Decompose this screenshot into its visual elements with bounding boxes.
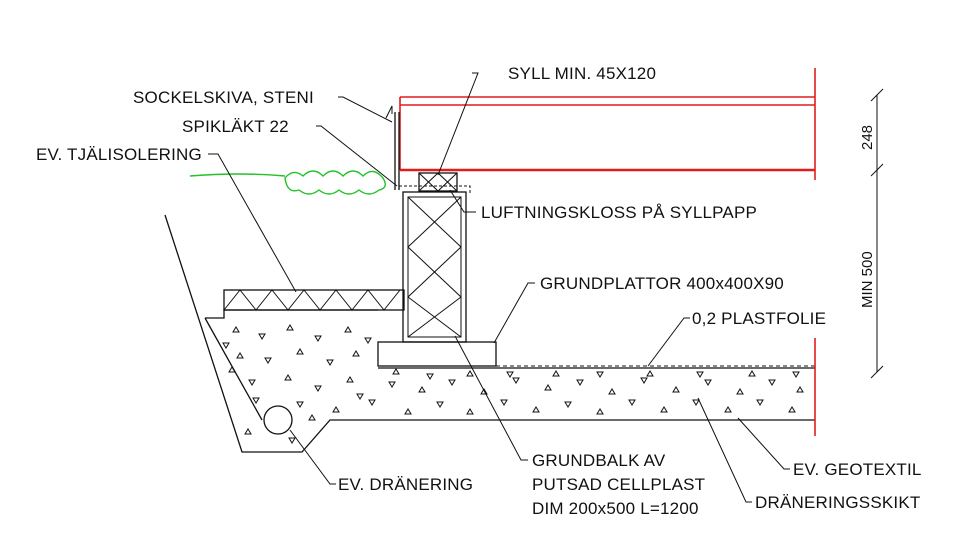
gravel-mark (228, 366, 236, 373)
floor-structure (399, 68, 816, 436)
gravel-mark (388, 381, 396, 388)
plinth-board (385, 105, 471, 193)
dimension-lower: MIN 500 (859, 251, 876, 308)
gravel-mark (308, 414, 316, 421)
gravel-mark (326, 359, 334, 366)
gravel-mark (368, 399, 376, 406)
gravel-mark (314, 335, 322, 342)
leader-lines (208, 72, 790, 503)
gravel-mark (748, 370, 756, 377)
label-sockelskiva: SOCKELSKIVA, STENI (133, 88, 314, 107)
gravel-mark (264, 357, 272, 364)
gravel-mark (544, 384, 552, 391)
gravel-mark (576, 379, 584, 386)
ventilation-block (418, 172, 458, 192)
label-geotextil: EV. GEOTEXTIL (793, 460, 922, 479)
foundation-beam (402, 191, 467, 343)
gravel-mark (236, 352, 244, 359)
gravel-mark (344, 326, 352, 333)
gravel-mark (564, 401, 572, 408)
gravel-mark (356, 393, 364, 400)
gravel-mark (252, 397, 260, 404)
gravel-mark (284, 374, 292, 381)
gravel-mark (222, 342, 230, 349)
gravel-mark (512, 377, 520, 384)
gravel-mark (392, 368, 400, 375)
gravel-mark (258, 333, 266, 340)
gravel-mark (480, 388, 488, 395)
label-luftningskloss: LUFTNINGSKLOSS PÅ SYLLPAPP (481, 203, 757, 222)
gravel-mark (660, 406, 668, 413)
gravel-mark (426, 373, 434, 380)
gravel-mark (608, 388, 616, 395)
gravel-mark (552, 370, 560, 377)
label-grundbalk-line2: PUTSAD CELLPLAST (532, 475, 705, 494)
label-grundbalk-line3: DIM 200x500 L=1200 (532, 499, 699, 518)
label-grundbalk-line1: GRUNDBALK AV (532, 451, 666, 470)
gravel-mark (788, 406, 796, 413)
gravel-mark (296, 401, 304, 408)
label-draneringsskikt: DRÄNERINGSSKIKT (755, 493, 920, 512)
gravel-mark (768, 379, 776, 386)
gravel-mark (332, 406, 340, 413)
gravel-mark (364, 337, 372, 344)
gravel-mark (646, 370, 654, 377)
gravel-mark (792, 371, 800, 378)
gravel-mark (296, 348, 304, 355)
gravel-mark (704, 379, 712, 386)
gravel-mark (448, 379, 456, 386)
gravel-mark (436, 401, 444, 408)
label-plastfolie: 0,2 PLASTFOLIE (692, 309, 826, 328)
gravel-mark (696, 371, 704, 378)
label-syll: SYLL MIN. 45X120 (508, 64, 656, 83)
label-spiklakt: SPIKLÄKT 22 (182, 117, 289, 136)
gravel-mark (796, 386, 804, 393)
label-grundplattor: GRUNDPLATTOR 400x400X90 (540, 274, 784, 293)
gravel-mark (404, 408, 412, 415)
drainage-pipe (263, 405, 293, 435)
dimension-line: 248 MIN 500 (859, 88, 884, 379)
gravel-mark (286, 324, 294, 331)
gravel-mark (506, 371, 514, 378)
drainage-bed (164, 214, 815, 453)
gravel-mark (500, 399, 508, 406)
gravel-mark (418, 386, 426, 393)
label-dranering: EV. DRÄNERING (338, 475, 473, 494)
gravel-mark (232, 326, 240, 333)
gravel-mark (248, 379, 256, 386)
gravel-mark (724, 406, 732, 413)
green-insulation-edge (189, 170, 386, 195)
gravel-mark (532, 406, 540, 413)
gravel-mark (736, 388, 744, 395)
gravel-mark (346, 376, 354, 383)
gravel-mark (596, 408, 604, 415)
labels: SOCKELSKIVA, STENI SPIKLÄKT 22 EV. TJÄLI… (36, 64, 922, 518)
gravel-mark (628, 399, 636, 406)
gravel-mark (596, 371, 604, 378)
gravel-mark (314, 385, 322, 392)
frost-insulation (223, 289, 405, 311)
gravel-mark (466, 408, 474, 415)
gravel-pattern (222, 324, 804, 444)
gravel-mark (640, 377, 648, 384)
dimension-upper: 248 (859, 125, 876, 150)
ground-slab (377, 341, 497, 367)
gravel-mark (352, 350, 360, 357)
gravel-mark (244, 428, 252, 435)
gravel-mark (692, 399, 700, 406)
gravel-mark (288, 437, 296, 444)
gravel-mark (756, 399, 764, 406)
label-tjalisolering: EV. TJÄLISOLERING (36, 145, 202, 164)
gravel-mark (466, 370, 474, 377)
gravel-mark (672, 386, 680, 393)
